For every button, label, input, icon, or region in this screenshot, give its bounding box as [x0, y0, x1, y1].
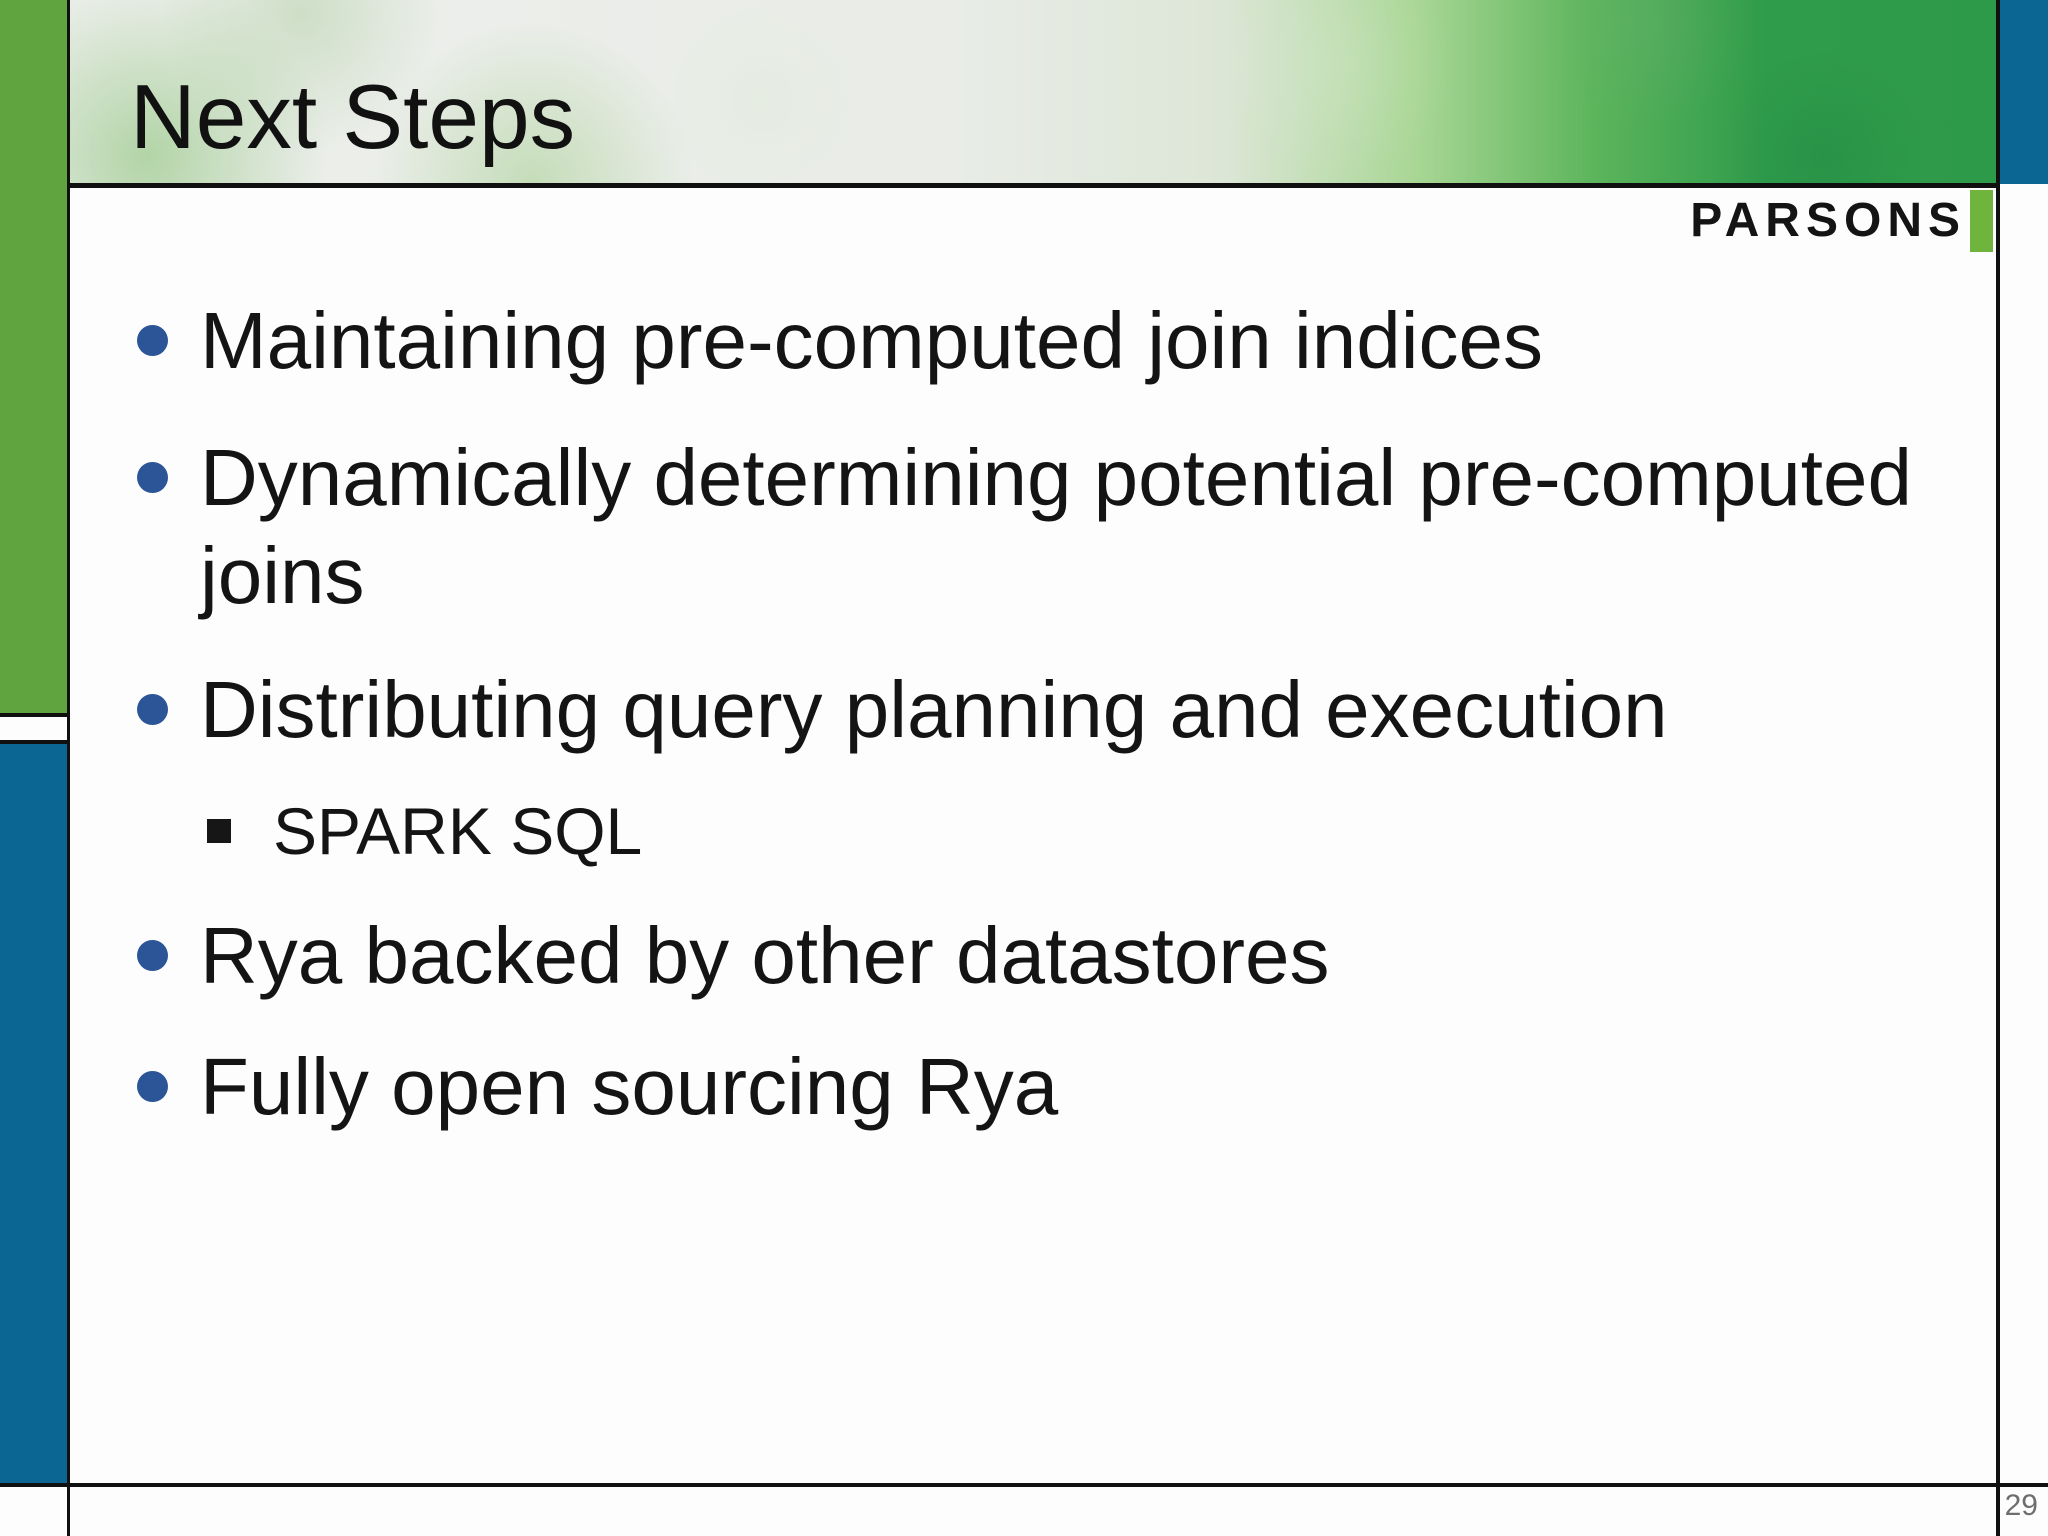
sidebar-separator-top: [0, 713, 67, 717]
parsons-logo: PARSONS: [1690, 190, 1993, 252]
sidebar-green-band: [0, 0, 67, 713]
parsons-logo-green-square-icon: [1970, 190, 1993, 252]
bullet-item: Maintaining pre-computed join indices: [137, 292, 1543, 390]
bullet-text: Distributing query planning and executio…: [200, 665, 1668, 754]
bullet-item: Distributing query planning and executio…: [137, 661, 1668, 759]
right-vertical-line: [1996, 0, 2000, 1536]
bullet-dot-icon: [137, 694, 168, 725]
bullet-dot-icon: [137, 325, 168, 356]
header-divider-line: [0, 183, 2000, 188]
bullet-dot-icon: [137, 462, 168, 493]
bullet-text: Fully open sourcing Rya: [200, 1042, 1059, 1131]
parsons-logo-text: PARSONS: [1690, 194, 1966, 247]
bullet-item: Fully open sourcing Rya: [137, 1038, 1058, 1136]
page-title: Next Steps: [130, 67, 576, 168]
sub-bullet-text: SPARK SQL: [273, 794, 643, 868]
bullet-text: Maintaining pre-computed join indices: [200, 296, 1543, 385]
sidebar-separator-bottom: [0, 740, 67, 744]
sidebar-blue-band: [0, 744, 67, 1483]
footer-divider-line: [0, 1483, 2048, 1487]
left-vertical-line: [67, 0, 70, 1536]
bullet-item: Dynamically determining potential pre-co…: [137, 429, 1940, 625]
bullet-text: Dynamically determining potential pre-co…: [200, 433, 1912, 620]
slide-header-band: [70, 0, 1996, 183]
bullet-text: Rya backed by other datastores: [200, 911, 1330, 1000]
sub-bullet-item: SPARK SQL: [207, 790, 642, 872]
top-right-blue-corner: [2000, 0, 2048, 184]
page-number: 29: [2004, 1489, 2038, 1522]
bullet-dot-icon: [137, 1071, 168, 1102]
bullet-item: Rya backed by other datastores: [137, 907, 1330, 1005]
bullet-dot-icon: [137, 940, 168, 971]
bullet-square-icon: [207, 819, 231, 843]
